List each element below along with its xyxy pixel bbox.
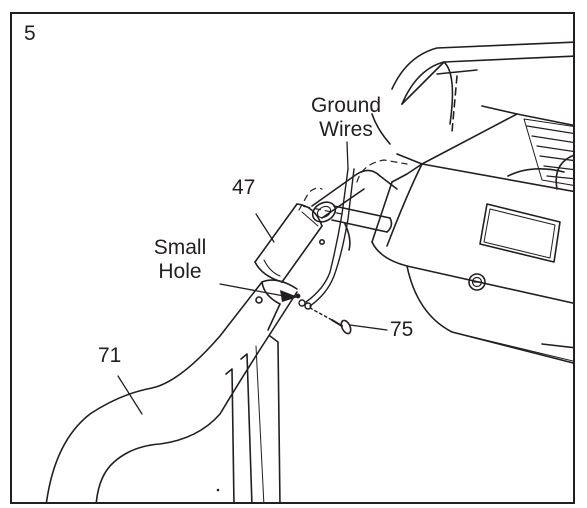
small-hole-label: Small Hole [142,236,218,284]
upright-tube-47 [254,187,325,283]
small-hole-label-line1: Small [153,236,207,259]
ground-wires-label-line1: Ground [310,94,382,117]
assembly-illustration [45,41,573,502]
part-47-label: 47 [232,176,256,199]
upright-71 [45,279,301,502]
ground-wires [298,168,355,310]
small-hole-label-line2: Hole [158,260,202,283]
part-75-label: 75 [390,318,414,341]
leader-lines [117,141,349,415]
diagram-frame: 5 Ground Wires 47 Small Hole 75 71 [10,12,575,504]
ground-wires-label-line2: Wires [319,118,373,141]
part-71-label: 71 [98,344,122,367]
screw-75 [309,307,388,335]
ground-wires-label: Ground Wires [294,94,398,142]
step-number: 5 [24,22,36,45]
